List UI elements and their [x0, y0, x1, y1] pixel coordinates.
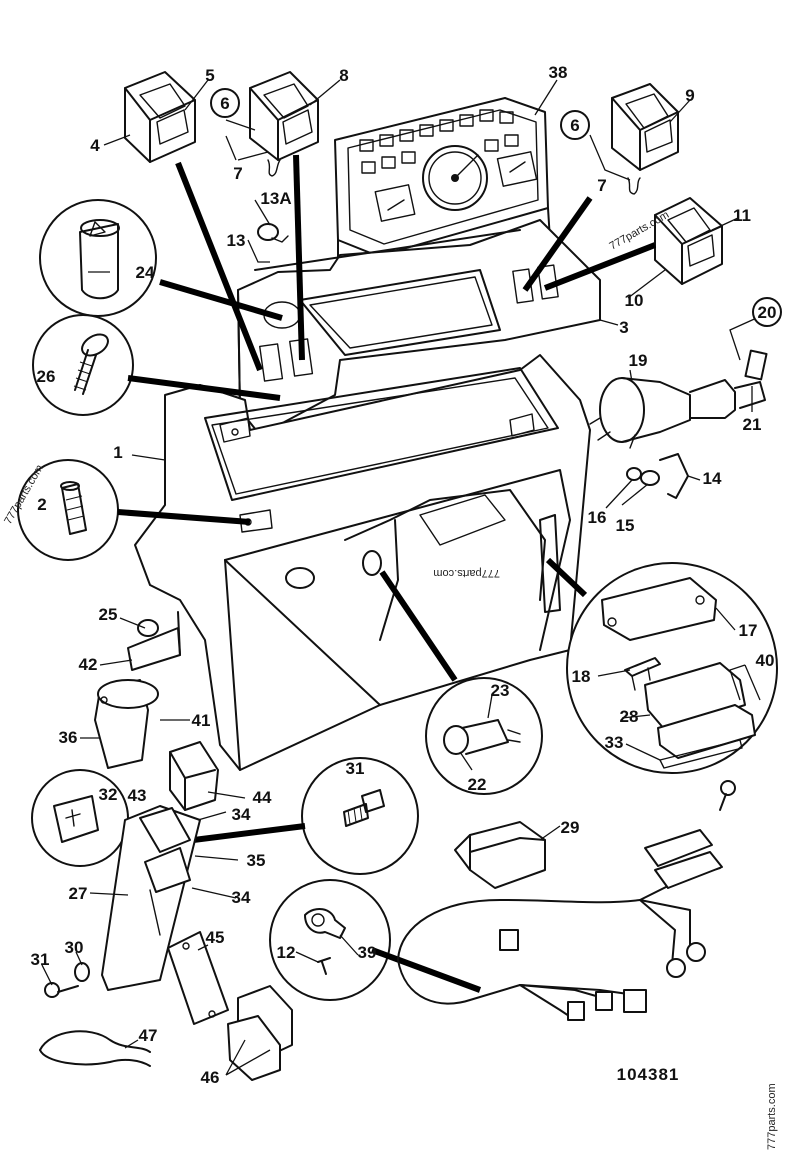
detail-circle-31 [301, 757, 419, 875]
callout-6-left: 6 [220, 94, 229, 113]
switch-clip-7-left [267, 159, 281, 177]
detail-circle-22-23 [425, 677, 543, 795]
callout-17: 17 [739, 621, 758, 640]
callout-30: 30 [65, 938, 84, 957]
bulb-13a [257, 223, 289, 243]
callout-15: 15 [616, 516, 635, 535]
callout-4: 4 [90, 136, 100, 155]
callout-40: 40 [756, 651, 775, 670]
callout-9: 9 [685, 86, 694, 105]
callout-6-right: 6 [570, 116, 579, 135]
rocker-switch-11[interactable] [654, 197, 723, 285]
callout-7-left: 7 [233, 164, 242, 183]
callout-36: 36 [59, 728, 78, 747]
callout-35: 35 [247, 851, 266, 870]
detail-circle-2 [17, 459, 119, 561]
callout-10: 10 [625, 291, 644, 310]
detail-circle-17-18-40 [566, 562, 778, 774]
callout-11: 11 [733, 206, 751, 225]
callout-34-lower: 34 [232, 888, 251, 907]
circled-callout-6-right [560, 110, 590, 140]
callout-2: 2 [37, 495, 46, 514]
watermark-3: 777parts.com [433, 567, 500, 579]
relay-44[interactable] [169, 741, 219, 811]
callout-23: 23 [491, 681, 510, 700]
callout-33: 33 [605, 733, 624, 752]
callout-26: 26 [37, 367, 56, 386]
callout-3: 3 [619, 318, 628, 337]
switch-clip-7-right [627, 177, 641, 195]
callout-29: 29 [561, 818, 580, 837]
ignition-switch[interactable] [589, 349, 768, 449]
screw-right [719, 780, 736, 811]
console-body[interactable] [134, 354, 591, 771]
bracket-42 [127, 611, 181, 671]
callout-24: 24 [136, 263, 155, 282]
rocker-switch-4[interactable] [124, 71, 196, 163]
drawing-reference-number: 104381 [617, 1065, 680, 1084]
pointer-wedges [117, 154, 657, 993]
callout-16: 16 [588, 508, 607, 527]
callout-46: 46 [201, 1068, 220, 1087]
callout-22: 22 [468, 775, 487, 794]
callout-21: 21 [743, 415, 762, 434]
detail-circle-26 [32, 314, 134, 416]
callout-28: 28 [620, 707, 639, 726]
callout-18: 18 [572, 667, 591, 686]
callout-31-circle: 31 [346, 759, 365, 778]
rocker-switch-8[interactable] [249, 71, 319, 161]
callout-41: 41 [192, 711, 211, 730]
callout-42: 42 [79, 655, 98, 674]
detail-circle-12-39 [269, 879, 391, 1001]
relay-bracket-27 [101, 805, 201, 991]
wiring-harness[interactable] [397, 829, 723, 1021]
relay-46[interactable] [227, 985, 293, 1081]
watermark-4: 777parts.com [766, 1083, 778, 1150]
plate-45 [167, 931, 229, 1025]
callout-39: 39 [358, 943, 377, 962]
retaining-clip [626, 453, 689, 499]
callout-12: 12 [277, 943, 296, 962]
detail-circle-24 [39, 199, 157, 317]
circled-callout-20 [752, 297, 782, 327]
rocker-switch-9[interactable] [611, 83, 679, 171]
callout-14: 14 [703, 469, 722, 488]
callout-34-upper: 34 [232, 805, 251, 824]
callout-47: 47 [139, 1026, 158, 1045]
leader-lines [41, 79, 771, 1076]
washer-30 [74, 962, 90, 982]
callout-5: 5 [205, 66, 214, 85]
cable-47 [39, 1030, 151, 1067]
relay-29[interactable] [454, 821, 546, 889]
callout-44: 44 [253, 788, 272, 807]
callout-7-right: 7 [597, 176, 606, 195]
callout-20: 20 [758, 303, 777, 322]
callout-25: 25 [99, 605, 118, 624]
instrument-panel[interactable] [334, 97, 551, 291]
callout-38: 38 [549, 63, 568, 82]
callout-45: 45 [206, 928, 225, 947]
callout-43: 43 [128, 786, 147, 805]
callout-13: 13 [227, 231, 246, 250]
callout-19: 19 [629, 351, 648, 370]
callout-13a: 13A [260, 189, 291, 208]
screw-31 [44, 982, 79, 998]
circled-callout-6-left [210, 88, 240, 118]
horn-36[interactable] [94, 679, 159, 769]
callout-1: 1 [113, 443, 122, 462]
callout-32: 32 [99, 785, 118, 804]
callout-labels: 1 2 3 4 5 6 6 7 7 8 9 10 11 12 13 13A 14… [31, 63, 777, 1087]
callout-27: 27 [69, 884, 88, 903]
callout-8: 8 [339, 66, 348, 85]
detail-circle-32 [31, 769, 129, 867]
callout-31-left: 31 [31, 950, 50, 969]
